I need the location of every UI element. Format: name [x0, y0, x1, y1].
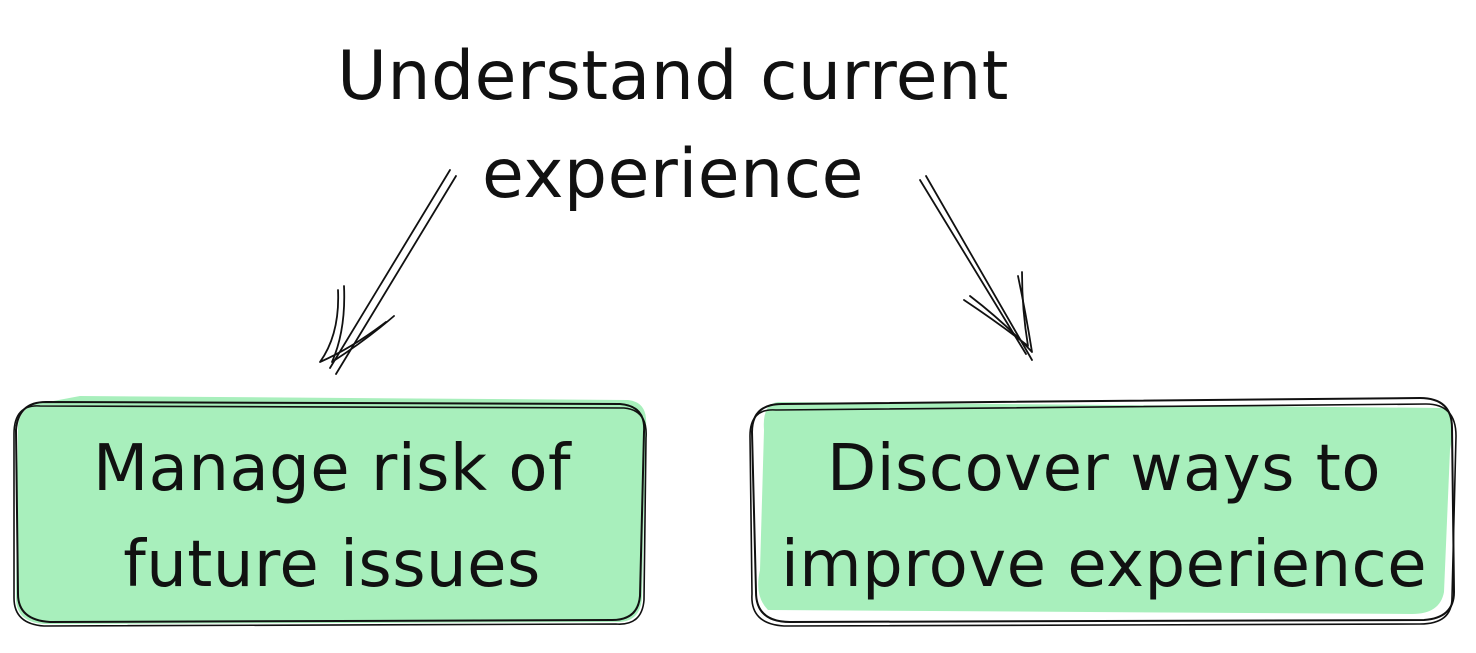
- left-box-fill: [16, 396, 647, 624]
- top-node-line-1: Understand current: [337, 37, 1009, 116]
- left-box-outline-2: [13, 405, 647, 627]
- left-arrow: [319, 169, 457, 375]
- right-box-fill: [758, 402, 1453, 614]
- left-node-line-1: Manage risk of: [92, 432, 572, 506]
- top-node-line-2: experience: [482, 135, 864, 214]
- left-box: [13, 396, 647, 627]
- right-node-line-1: Discover ways to: [826, 432, 1382, 506]
- right-node-label: Discover ways to improve experience: [756, 421, 1452, 613]
- left-arrow-shaft-2: [335, 175, 457, 375]
- left-arrow-head-1: [331, 285, 395, 363]
- left-arrow-shaft-1: [329, 169, 451, 369]
- right-box-outline-2: [749, 403, 1457, 627]
- right-node-line-2: improve experience: [780, 528, 1428, 602]
- right-arrow-head-2: [969, 275, 1033, 353]
- right-arrow: [919, 175, 1033, 361]
- right-box: [749, 396, 1457, 627]
- top-node-label: Understand current experience: [258, 28, 1088, 224]
- left-node-label: Manage risk of future issues: [22, 421, 642, 613]
- right-arrow-shaft-1: [919, 179, 1027, 355]
- left-node-line-2: future issues: [123, 528, 541, 602]
- right-arrow-shaft-2: [925, 175, 1033, 361]
- left-arrow-head-2: [319, 289, 387, 363]
